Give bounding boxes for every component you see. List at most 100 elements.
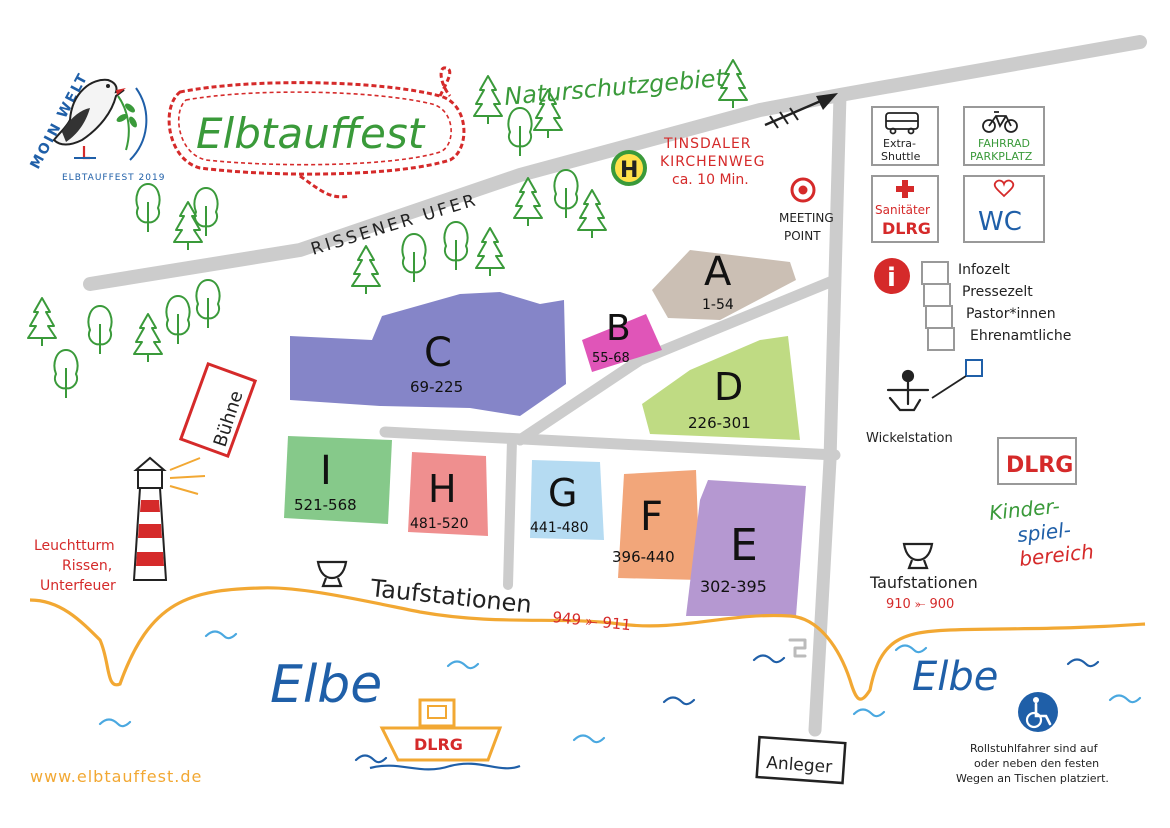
medic-line2: DLRG xyxy=(882,219,931,238)
block-I-letter: I xyxy=(320,448,332,494)
medic-line1: Sanitäter xyxy=(875,203,930,217)
kids-area: DLRG Kinder- spiel- bereich xyxy=(988,437,1095,571)
block-G-range: 441-480 xyxy=(530,520,589,536)
lighthouse: Leuchtturm Rissen, Unterfeuer xyxy=(34,456,206,594)
baptism-right-label: Taufstationen xyxy=(869,573,978,592)
lighthouse-line3: Unterfeuer xyxy=(40,578,116,594)
baptism-stations-left: Taufstationen 949 ⤜ 911 xyxy=(316,560,632,634)
title-frame: Elbtauffest xyxy=(167,66,466,199)
nature-label: Naturschutzgebiet xyxy=(503,64,728,111)
wheelchair-line2: Wegen an Tischen platziert. xyxy=(956,772,1109,785)
block-E-range: 302-395 xyxy=(700,577,767,596)
meeting-point: MEETING POINT xyxy=(779,177,834,243)
block-C: C 69-225 xyxy=(290,292,566,416)
dlrg-boat: DLRG xyxy=(369,698,521,771)
seating-blocks: A 1-54 B 55-68 C 69-225 D 226-301 I 521-… xyxy=(284,249,806,616)
info-item-0: Infozelt xyxy=(958,262,1010,278)
block-A-letter: A xyxy=(704,249,732,295)
bus-stop-letter: H xyxy=(620,158,638,183)
block-C-letter: C xyxy=(424,330,452,376)
shuttle-line2: Shuttle xyxy=(881,150,921,163)
service-medic: Sanitäter DLRG xyxy=(871,175,939,243)
lighthouse-line1: Leuchtturm xyxy=(34,538,115,554)
direction-arrow xyxy=(764,93,838,129)
lighthouse-icon xyxy=(132,456,206,581)
block-D-letter: D xyxy=(714,365,743,409)
river-label-right: Elbe xyxy=(912,654,998,700)
bus-stop-line3: ca. 10 Min. xyxy=(672,172,749,188)
road-label: RISSENER UFER xyxy=(309,190,481,260)
medical-cross-icon xyxy=(896,180,914,198)
block-D: D 226-301 xyxy=(642,336,800,440)
bike-line1: FAHRRAD xyxy=(978,137,1030,150)
block-E: E 302-395 xyxy=(686,480,806,616)
bike-line2: PARKPLATZ xyxy=(970,150,1033,163)
baptism-bowl-icon-right xyxy=(902,542,934,570)
logo-moin-welt: MOIN WELT ELBTAUFFEST 2019 xyxy=(27,70,165,183)
block-H-range: 481-520 xyxy=(410,516,469,532)
info-item-2: Pastor*innen xyxy=(966,306,1056,322)
changing-station: Wickelstation xyxy=(866,369,953,446)
changing-station-label: Wickelstation xyxy=(866,431,953,446)
kids-badge: DLRG xyxy=(1006,453,1073,478)
block-F-letter: F xyxy=(640,494,663,540)
baptism-bowl-icon xyxy=(316,560,348,588)
stage: Bühne xyxy=(178,361,258,459)
shoreline xyxy=(29,586,1146,701)
block-G-letter: G xyxy=(548,471,577,515)
block-I-range: 521-568 xyxy=(294,496,357,514)
road-horizontal-middle xyxy=(379,426,841,461)
block-I: I 521-568 xyxy=(284,436,392,524)
block-G: G 441-480 xyxy=(530,460,604,540)
block-H-letter: H xyxy=(428,467,457,511)
pier: Anleger xyxy=(755,735,847,785)
block-C-range: 69-225 xyxy=(410,378,463,396)
info-icon xyxy=(874,258,910,294)
river-label-left: Elbe xyxy=(270,655,382,715)
block-H: H 481-520 xyxy=(408,452,488,536)
baptism-right-range: 910 ⤜ 900 xyxy=(886,597,954,612)
info-item-3: Ehrenamtliche xyxy=(970,328,1071,344)
meeting-line2: POINT xyxy=(784,229,821,243)
block-F-range: 396-440 xyxy=(612,548,675,566)
lighthouse-line2: Rissen, xyxy=(62,558,112,574)
info-letter: i xyxy=(887,263,896,293)
block-E-letter: E xyxy=(730,520,758,571)
block-D-range: 226-301 xyxy=(688,414,751,432)
road-short-vertical xyxy=(503,435,517,590)
kids-line2: spiel- xyxy=(1016,517,1072,546)
wc-label: WC xyxy=(978,207,1022,237)
olive-branch-icon xyxy=(117,95,130,151)
block-B-range: 55-68 xyxy=(592,351,630,366)
meeting-line1: MEETING xyxy=(779,211,834,225)
bus-icon xyxy=(885,112,919,135)
bus-stop-line2: KIRCHENWEG xyxy=(660,154,766,170)
roads xyxy=(83,35,1147,737)
road-diagonal-upper xyxy=(514,274,841,446)
wheelchair-line1: oder neben den festen xyxy=(974,757,1099,770)
wheelchair-note: Rollstuhlfahrer sind auf oder neben den … xyxy=(956,692,1109,785)
road-rissener-ufer xyxy=(83,35,1147,291)
bus-stop: H TINSDALER KIRCHENWEG ca. 10 Min. xyxy=(611,136,766,188)
road-main-vertical xyxy=(808,88,847,737)
changing-station-icon xyxy=(886,369,930,412)
logo-bottom-text: ELBTAUFFEST 2019 xyxy=(62,173,165,183)
website-link[interactable]: www.elbtauffest.de xyxy=(30,767,202,786)
service-shuttle: Extra- Shuttle xyxy=(871,106,939,166)
bus-stop-line1: TINSDALER xyxy=(663,136,752,152)
bus-stop-icon xyxy=(611,150,647,186)
bicycle-icon xyxy=(982,111,1018,133)
boat-label: DLRG xyxy=(414,735,463,754)
baptism-stations-right: Taufstationen 910 ⤜ 900 xyxy=(869,542,978,612)
road-pier-steps xyxy=(788,638,807,658)
block-B: B 55-68 xyxy=(582,308,662,372)
pier-label: Anleger xyxy=(766,753,833,778)
target-icon xyxy=(790,177,816,203)
info-item-1: Pressezelt xyxy=(962,284,1033,300)
block-A-range: 1-54 xyxy=(702,297,734,313)
wheelchair-line0: Rollstuhlfahrer sind auf xyxy=(970,742,1099,755)
info-point: i Infozelt Pressezelt Pastor*innen Ehren… xyxy=(874,258,1071,399)
heart-icon xyxy=(993,179,1015,198)
block-B-letter: B xyxy=(606,308,631,349)
